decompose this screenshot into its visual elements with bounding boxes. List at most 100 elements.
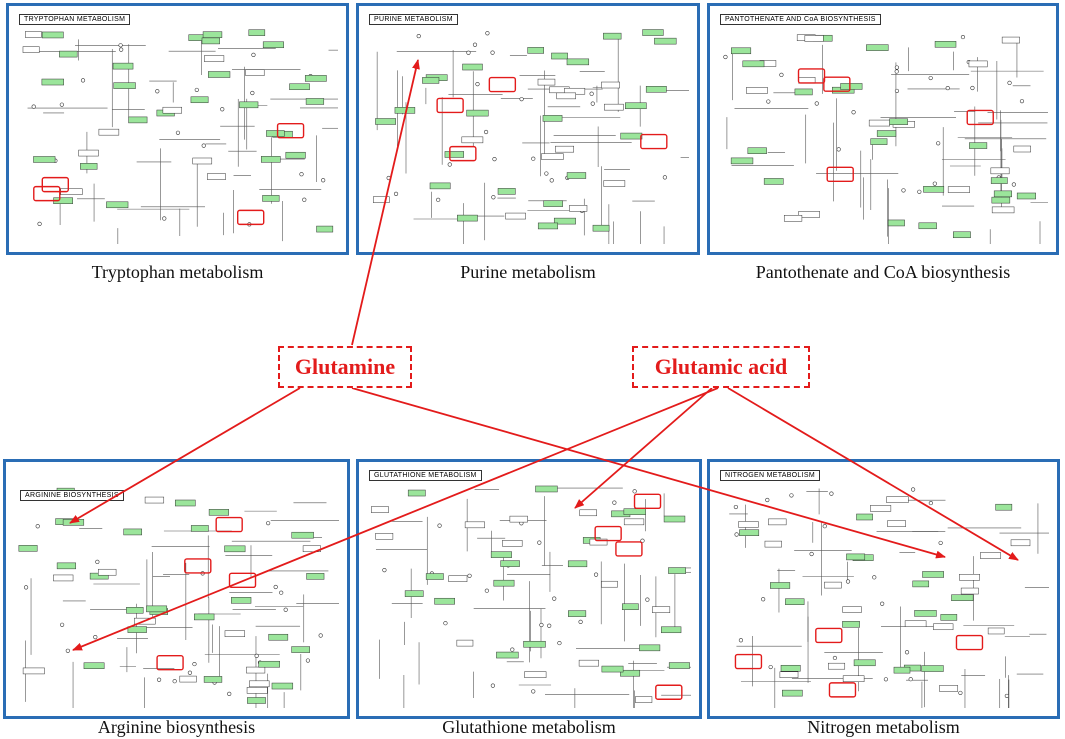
highlighted-compound [966, 109, 994, 126]
enzyme-box [537, 78, 556, 86]
enzyme-box [41, 78, 64, 86]
compound-node [768, 664, 773, 670]
enzyme-box [968, 60, 988, 68]
compound-node [254, 653, 259, 658]
compound-node [466, 50, 471, 55]
enzyme-box [990, 167, 1010, 175]
enzyme-box [914, 610, 937, 617]
compound-node [302, 197, 307, 202]
enzyme-box [952, 231, 971, 239]
enzyme-box [840, 83, 863, 90]
enzyme-box [78, 149, 99, 157]
enzyme-box [497, 188, 516, 195]
enzyme-box [224, 545, 246, 553]
enzyme-box [542, 115, 563, 122]
enzyme-box [747, 147, 767, 154]
enzyme-box [654, 37, 677, 45]
panel-nitrogen: NITROGEN METABOLISM [707, 459, 1060, 719]
enzyme-box [912, 580, 930, 588]
enzyme-box [798, 211, 820, 218]
enzyme-box [567, 560, 588, 568]
compound-node [23, 585, 29, 590]
enzyme-box [623, 518, 645, 526]
enzyme-box [524, 671, 547, 678]
compound-node [894, 69, 899, 74]
enzyme-box [768, 518, 787, 526]
highlighted-compound [237, 209, 265, 226]
compound-node [765, 497, 770, 503]
enzyme-box [579, 509, 597, 517]
highlighted-compound [640, 133, 668, 150]
compound-node [645, 597, 650, 602]
enzyme-box [128, 116, 148, 124]
enzyme-box [496, 651, 519, 659]
enzyme-box [394, 107, 416, 114]
enzyme-box [645, 86, 667, 93]
compound-node [738, 638, 744, 643]
enzyme-box [866, 44, 889, 51]
enzyme-box [493, 579, 515, 587]
enzyme-box [248, 29, 266, 36]
highlighted-compound [615, 541, 643, 557]
enzyme-box [112, 62, 134, 70]
enzyme-box [246, 687, 268, 694]
caption-arginine: Arginine biosynthesis [97, 717, 256, 737]
highlighted-compound [156, 655, 184, 671]
enzyme-box [959, 574, 980, 581]
enzyme-box [444, 151, 465, 158]
highlighted-compound [815, 627, 843, 644]
enzyme-box [98, 568, 117, 576]
enzyme-box [224, 630, 246, 637]
enzyme-box [739, 529, 760, 536]
enzyme-box [601, 81, 620, 89]
enzyme-box [893, 666, 911, 674]
enzyme-box [174, 499, 196, 507]
panel-purine: PURINE METABOLISM [356, 3, 700, 255]
compound-node [393, 191, 399, 196]
enzyme-box [995, 503, 1013, 511]
enzyme-box [639, 644, 661, 652]
enzyme-box [375, 118, 396, 125]
highlighted-compound [215, 516, 243, 533]
highlighted-compound [734, 653, 763, 670]
highlighted-compound [955, 634, 984, 651]
enzyme-box [918, 222, 937, 230]
compound-node [1019, 99, 1025, 104]
compound-node [492, 157, 497, 162]
highlighted-compound [33, 185, 61, 202]
compound-node [251, 52, 256, 57]
compound-node [483, 129, 489, 135]
enzyme-box [635, 696, 653, 703]
enzyme-box [305, 98, 325, 105]
enzyme-box [668, 567, 686, 574]
compound-node [612, 500, 617, 505]
enzyme-box [987, 627, 1005, 635]
enzyme-box [258, 660, 280, 668]
nitrogen-pathway-map [729, 487, 1049, 708]
enzyme-box [429, 182, 451, 190]
enzyme-box [621, 603, 639, 611]
enzyme-box [870, 505, 892, 512]
enzyme-box [569, 205, 588, 212]
enzyme-box [993, 190, 1012, 198]
enzyme-box [842, 606, 862, 613]
panel-title: NITROGEN METABOLISM [720, 470, 820, 481]
enzyme-box [316, 225, 334, 233]
compound-node [547, 623, 552, 628]
enzyme-box [375, 533, 394, 540]
enzyme-box [306, 573, 325, 580]
compound-node [733, 504, 738, 510]
compound-node [519, 97, 524, 102]
enzyme-box [642, 29, 664, 36]
enzyme-box [98, 128, 120, 136]
highlighted-compound [828, 682, 857, 698]
enzyme-box [144, 496, 165, 504]
enzyme-box [202, 31, 223, 38]
compound-node [932, 181, 937, 186]
enzyme-box [904, 620, 927, 628]
compound-node [447, 162, 452, 167]
enzyme-box [25, 31, 42, 38]
caption-nitrogen: Nitrogen metabolism [807, 717, 960, 737]
highlighted-compound [228, 572, 257, 589]
enzyme-box [1016, 192, 1036, 200]
